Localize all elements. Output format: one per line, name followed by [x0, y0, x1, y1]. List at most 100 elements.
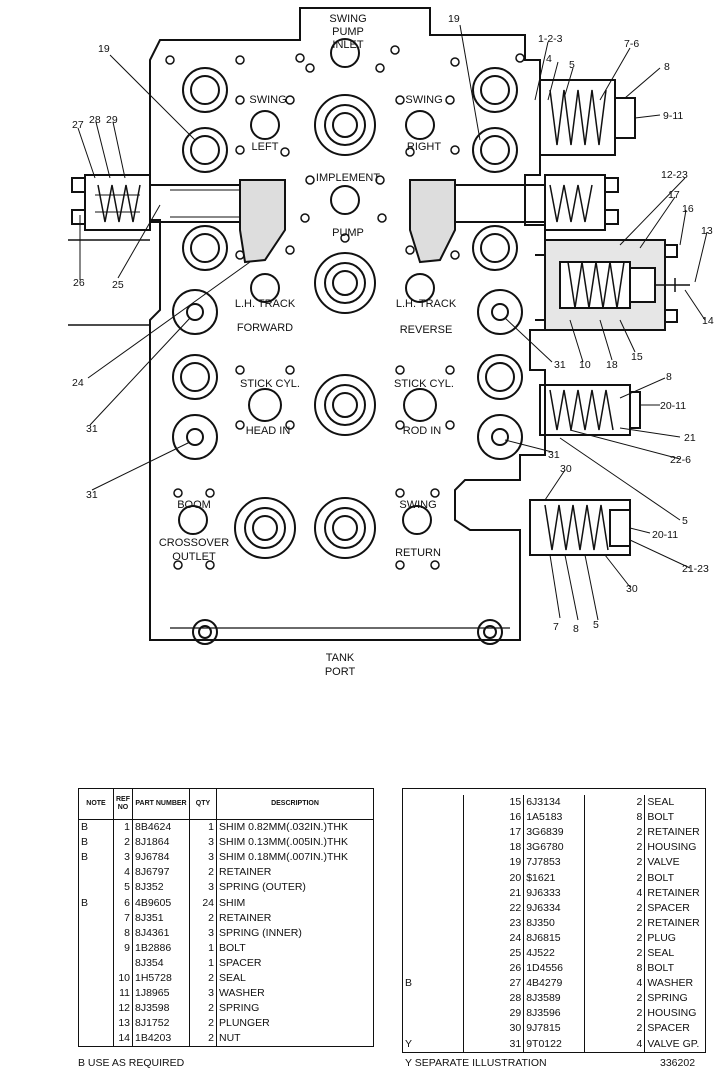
callout: 27	[72, 119, 84, 131]
cell-part: 4B4279	[523, 976, 585, 992]
callout: 31	[554, 359, 566, 371]
cell-ref: 22	[463, 900, 525, 916]
label-boom-crossover-3: OUTLET	[172, 551, 216, 563]
cell-desc: SPACER	[219, 956, 262, 969]
label-swing-left-2: LEFT	[252, 141, 279, 153]
label-swing-right-1: SWING	[405, 94, 442, 106]
cell-part: 4J522	[523, 945, 585, 962]
cell-qty: 2	[189, 1001, 217, 1017]
callout: 5	[682, 515, 688, 527]
port-31-stick-rod	[477, 414, 523, 460]
cell-desc: SEAL	[647, 946, 675, 959]
cell-part: 8J1864	[132, 835, 190, 851]
cell-ref: 2	[113, 835, 133, 851]
label-swing-right-2: RIGHT	[407, 141, 442, 153]
cell-part: 1B2886	[132, 940, 190, 956]
label-swing-pump-inlet-3: INLET	[332, 39, 363, 51]
cell-ref: 31	[463, 1036, 525, 1053]
cell-part: 8J1752	[132, 1016, 190, 1032]
callout: 14	[702, 315, 714, 327]
callout: 20-11	[652, 529, 678, 541]
cell-note	[78, 940, 114, 956]
cell-qty: 8	[584, 961, 646, 977]
cell-note	[78, 955, 114, 971]
cell-note: B	[78, 819, 114, 836]
callout: 19	[448, 13, 460, 25]
label-boom-crossover-1: BOOM	[177, 499, 211, 511]
cell-part: 8J4361	[132, 925, 190, 941]
cell-part: 9J6334	[523, 900, 585, 916]
valve-body-diagram: SWING PUMP INLET SWING LEFT SWING RIGHT …	[68, 7, 714, 678]
col-note: NOTE	[78, 788, 114, 820]
cell-qty: 2	[584, 900, 646, 916]
cell-part: 8J350	[523, 915, 585, 931]
cell-desc: SHIM 0.18MM(.007IN.)THK	[219, 851, 348, 864]
label-stick-cyl-rod-1: STICK CYL.	[394, 378, 454, 390]
cell-desc: PLUG	[647, 931, 676, 944]
cell-part: 8J352	[132, 880, 190, 896]
cell-ref: 7	[113, 910, 133, 926]
cell-desc: SEAL	[219, 971, 246, 984]
cell-part: 1D4556	[523, 961, 585, 977]
cell-note	[78, 880, 114, 896]
cell-note	[402, 915, 464, 931]
cell-desc: HOUSING	[647, 1007, 697, 1020]
cell-part: 8J6797	[132, 865, 190, 881]
cell-qty: 2	[189, 865, 217, 881]
callout: 13	[701, 225, 713, 237]
callout: 10	[579, 359, 591, 371]
cell-qty: 4	[584, 885, 646, 901]
cell-qty: 3	[189, 835, 217, 851]
left-spring-housing	[84, 174, 151, 231]
cell-desc: SPRING (OUTER)	[219, 881, 306, 894]
cell-note	[78, 1016, 114, 1032]
cell-desc: HOUSING	[647, 841, 697, 854]
label-swing-return-1: SWING	[399, 499, 436, 511]
callout: 31	[548, 449, 560, 461]
cell-qty: 4	[584, 976, 646, 992]
cell-ref: 1	[113, 819, 133, 836]
cell-desc: NUT	[219, 1032, 241, 1045]
cell-qty: 2	[189, 910, 217, 926]
cell-part: 8J354	[132, 955, 190, 971]
cell-qty: 2	[584, 1021, 646, 1037]
label-implement-pump-1: IMPLEMENT	[316, 172, 380, 184]
callout: 18	[606, 359, 618, 371]
callout: 24	[72, 377, 84, 389]
callout: 8	[664, 61, 670, 73]
cell-qty: 2	[584, 915, 646, 931]
cell-part: 9T0122	[523, 1036, 585, 1053]
cell-note	[402, 930, 464, 946]
callout: 7	[553, 621, 559, 633]
cell-desc: BOLT	[647, 871, 675, 884]
cell-qty: 2	[584, 825, 646, 841]
cell-part: 1H5728	[132, 970, 190, 987]
cell-qty: 1	[189, 819, 217, 836]
port-31-lh-forward	[172, 289, 218, 335]
label-swing-pump-inlet-2: PUMP	[332, 26, 364, 38]
cell-desc: SPACER	[647, 901, 690, 914]
callout: 31	[86, 423, 98, 435]
cell-desc: WASHER	[647, 977, 694, 990]
cell-part: 9J6333	[523, 885, 585, 901]
cell-ref: 3	[113, 850, 133, 866]
callout: 9-11	[663, 110, 683, 122]
cell-qty: 2	[584, 991, 646, 1007]
cell-ref: 21	[463, 885, 525, 901]
label-lh-track-forward-2: FORWARD	[237, 322, 293, 334]
cell-note	[402, 961, 464, 977]
cell-desc: RETAINER	[647, 916, 700, 929]
cell-part: 8J3596	[523, 1006, 585, 1022]
callout: 30	[560, 463, 572, 475]
cell-part: 9J7815	[523, 1021, 585, 1037]
cell-qty: 4	[584, 1036, 646, 1053]
cell-part: 8J3598	[132, 1001, 190, 1017]
